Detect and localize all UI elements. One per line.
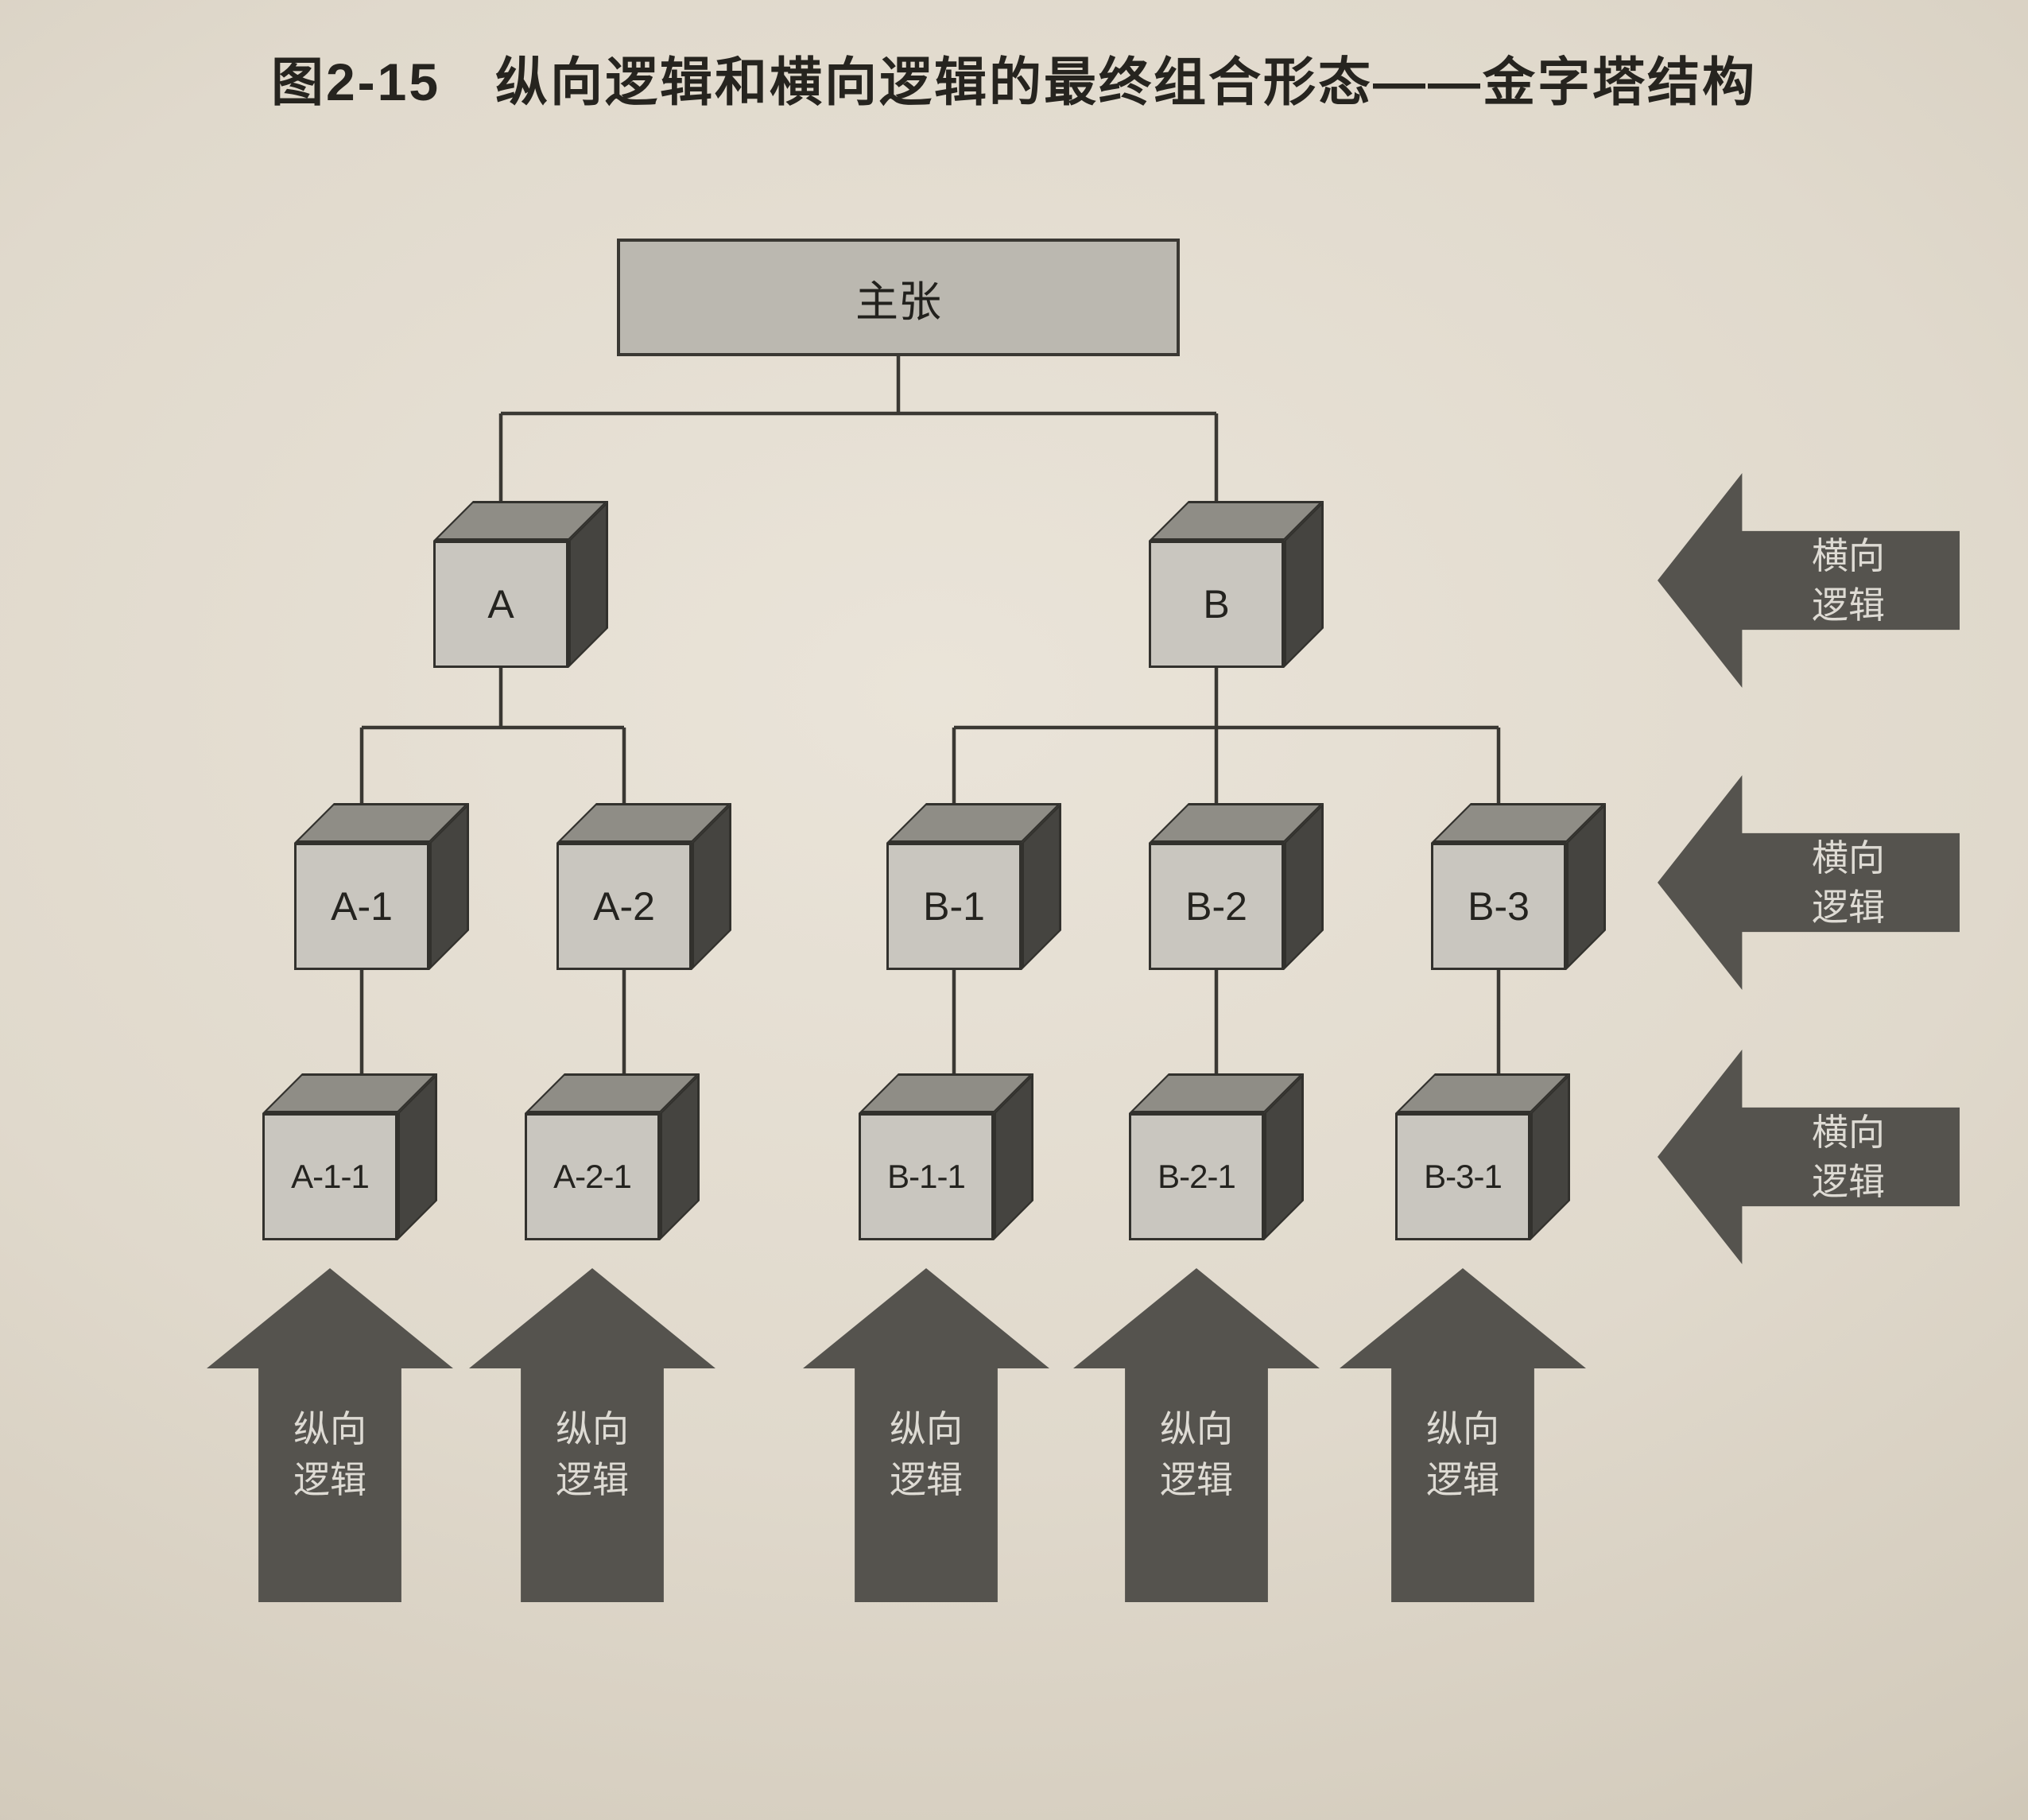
tree-node-a11: A-1-1 (262, 1073, 437, 1240)
cube-front-face: B (1149, 541, 1284, 668)
horizontal-logic-arrow-level2: 横向逻辑 (1658, 473, 1960, 688)
horizontal-logic-label: 横向逻辑 (1812, 1111, 1885, 1202)
cube-front-face: B-3-1 (1395, 1113, 1530, 1240)
cube-front-face: A-2 (556, 843, 692, 970)
node-label: A (487, 582, 514, 627)
cube-front-face: B-2 (1149, 843, 1284, 970)
tree-node-b2: B-2 (1149, 803, 1324, 970)
connector-root-to-level2 (498, 356, 1219, 509)
vertical-logic-arrow-b11: 纵向逻辑 (803, 1268, 1049, 1602)
node-label: A-1 (331, 884, 393, 929)
cube-front-face: A-1-1 (262, 1113, 397, 1240)
connector-b-to-children (952, 668, 1501, 811)
vertical-logic-label: 纵向逻辑 (1160, 1408, 1233, 1501)
node-label: B-2 (1185, 884, 1247, 929)
cube-front-face: A-2-1 (525, 1113, 660, 1240)
connector-level3-to-level4 (359, 970, 1501, 1081)
tree-node-b31: B-3-1 (1395, 1073, 1570, 1240)
tree-node-b21: B-2-1 (1129, 1073, 1304, 1240)
cube-front-face: A (433, 541, 568, 668)
node-label: B-1-1 (887, 1158, 966, 1195)
vertical-logic-arrow-a21: 纵向逻辑 (469, 1268, 715, 1602)
tree-node-b: B (1149, 501, 1324, 668)
root-node-label: 主张 (855, 277, 941, 326)
cube-front-face: B-3 (1431, 843, 1566, 970)
node-label: B (1203, 582, 1230, 627)
cube-front-face: B-1 (886, 843, 1022, 970)
connector-a-to-children (359, 668, 626, 811)
node-label: B-3-1 (1424, 1158, 1503, 1195)
horizontal-logic-arrow-level3: 横向逻辑 (1658, 775, 1960, 990)
node-label: B-2-1 (1157, 1158, 1236, 1195)
node-label: B-3 (1468, 884, 1530, 929)
tree-node-b11: B-1-1 (859, 1073, 1033, 1240)
cube-front-face: B-2-1 (1129, 1113, 1264, 1240)
tree-node-a: A (433, 501, 608, 668)
tree-node-b1: B-1 (886, 803, 1061, 970)
cube-front-face: A-1 (294, 843, 429, 970)
root-node-claim: 主张 (617, 239, 1180, 356)
node-label: A-2 (593, 884, 655, 929)
cube-front-face: B-1-1 (859, 1113, 994, 1240)
node-label: A-2-1 (553, 1158, 632, 1195)
vertical-logic-arrow-a11: 纵向逻辑 (207, 1268, 453, 1602)
horizontal-logic-label: 横向逻辑 (1812, 534, 1885, 626)
vertical-logic-arrow-b31: 纵向逻辑 (1340, 1268, 1586, 1602)
vertical-logic-label: 纵向逻辑 (890, 1408, 963, 1501)
vertical-logic-label: 纵向逻辑 (293, 1408, 366, 1501)
vertical-logic-label: 纵向逻辑 (1426, 1408, 1499, 1501)
horizontal-logic-arrow-level4: 横向逻辑 (1658, 1050, 1960, 1264)
node-label: B-1 (923, 884, 985, 929)
tree-node-b3: B-3 (1431, 803, 1606, 970)
tree-node-a21: A-2-1 (525, 1073, 700, 1240)
node-label: A-1-1 (291, 1158, 370, 1195)
tree-node-a1: A-1 (294, 803, 469, 970)
vertical-logic-label: 纵向逻辑 (556, 1408, 629, 1501)
figure-title: 图2-15 纵向逻辑和横向逻辑的最终组合形态——金字塔结构 (270, 52, 1758, 111)
tree-node-a2: A-2 (556, 803, 731, 970)
horizontal-logic-label: 横向逻辑 (1812, 836, 1885, 928)
vertical-logic-arrow-b21: 纵向逻辑 (1073, 1268, 1320, 1602)
